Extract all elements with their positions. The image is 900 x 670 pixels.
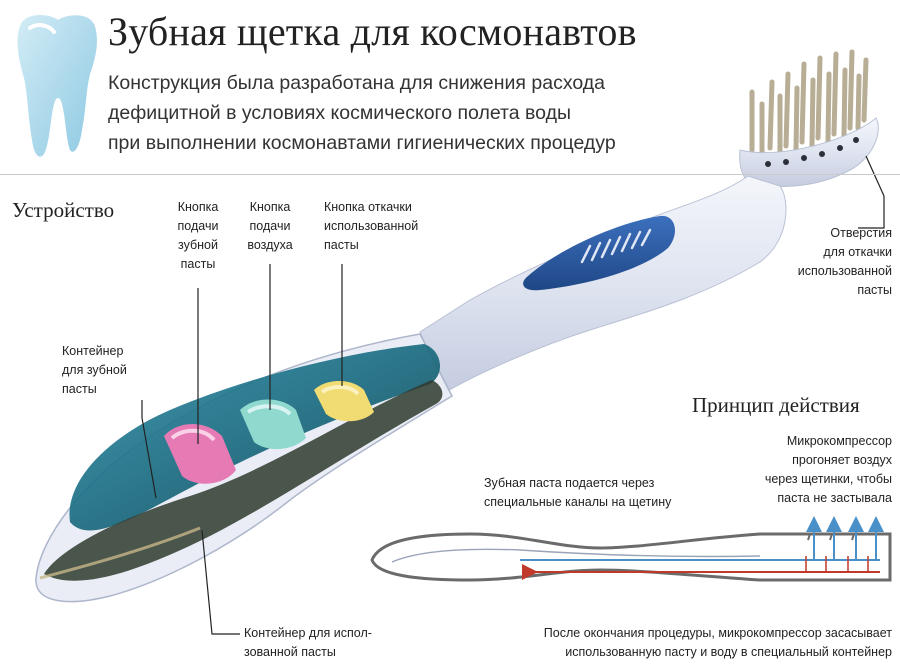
label-line: Кнопка — [177, 200, 219, 214]
label-line: использованную пасту и воду в специальны… — [565, 645, 892, 659]
bristles — [749, 49, 869, 159]
label-line: специальные каналы на щетину — [484, 495, 672, 509]
label-after-procedure: После окончания процедуры, микрокомпресс… — [470, 624, 892, 662]
label-line: пасты — [857, 283, 892, 297]
label-line: пасты — [62, 382, 97, 396]
label-line: паста не застывала — [777, 491, 892, 505]
subtitle-line: дефицитной в условиях космического полет… — [108, 102, 571, 124]
section-heading-principle: Принцип действия — [692, 393, 860, 417]
label-line: зубной — [178, 238, 218, 252]
pump-button — [314, 381, 374, 422]
label-line: использованной — [324, 219, 419, 233]
blue-grip — [523, 215, 675, 291]
label-paste-feed: Зубная паста подается через специальные … — [484, 474, 714, 512]
paste-button — [164, 424, 236, 484]
waste-container — [44, 380, 443, 581]
label-holes: Отверстия для откачки использованной пас… — [770, 224, 892, 300]
label-line: Контейнер — [62, 344, 124, 358]
label-line: для откачки — [823, 245, 892, 259]
subtitle-line: при выполнении космонавтами гигиенически… — [108, 132, 616, 154]
tooth-icon — [17, 15, 97, 157]
section-heading-device: Устройство — [12, 198, 115, 222]
label-line: пасты — [180, 257, 216, 271]
label-line: Отверстия — [830, 226, 892, 240]
label-line: После окончания процедуры, микрокомпресс… — [543, 626, 892, 640]
label-line: для зубной — [62, 363, 127, 377]
label-paste-button: Кнопка подачи зубной пасты — [163, 198, 233, 274]
divider — [0, 174, 900, 175]
label-pump-button: Кнопка откачки использованной пасты — [324, 198, 454, 255]
label-line: прогоняет воздух — [792, 453, 892, 467]
label-line: Микрокомпрессор — [786, 434, 892, 448]
label-waste-container: Контейнер для испол- зованной пасты — [244, 624, 424, 662]
label-line: Зубная паста подается через — [484, 476, 655, 490]
suction-holes — [765, 137, 859, 167]
cross-section — [370, 516, 892, 582]
label-line: использованной — [797, 264, 892, 278]
label-microcompressor: Микрокомпрессор прогоняет воздух через щ… — [712, 432, 892, 508]
label-line: Кнопка — [249, 200, 291, 214]
label-line: подачи — [177, 219, 219, 233]
label-air-button: Кнопка подачи воздуха — [236, 198, 304, 255]
label-line: воздуха — [247, 238, 293, 252]
label-line: через щетинки, чтобы — [764, 472, 892, 486]
page-title: Зубная щетка для космонавтов — [108, 9, 637, 54]
page-subtitle: Конструкция была разработана для снижени… — [108, 68, 728, 158]
label-line: Кнопка откачки — [324, 200, 412, 214]
label-paste-container: Контейнер для зубной пасты — [62, 342, 162, 399]
subtitle-line: Конструкция была разработана для снижени… — [108, 72, 605, 94]
label-line: зованной пасты — [244, 645, 336, 659]
label-line: пасты — [324, 238, 359, 252]
label-line: Контейнер для испол- — [244, 626, 372, 640]
label-line: подачи — [249, 219, 291, 233]
